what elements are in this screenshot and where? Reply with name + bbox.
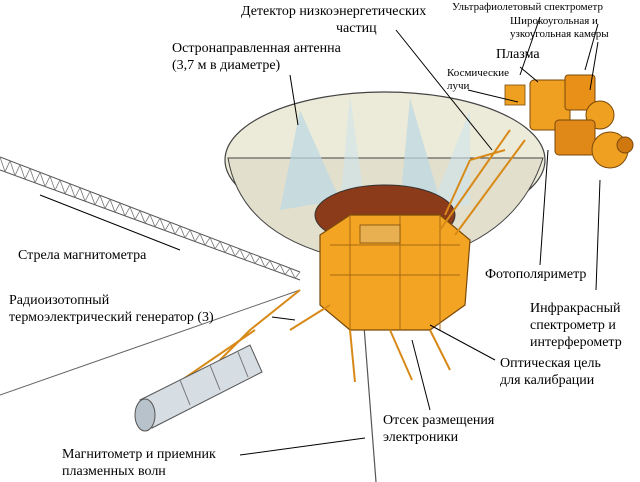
electronics-bus: [320, 215, 470, 330]
label-photopolarimeter: Фотополяриметр: [485, 266, 586, 283]
label-electronics-bus: Отсек размещения электроники: [383, 412, 494, 446]
label-cameras-line2: узкоугольная камеры: [510, 28, 609, 41]
label-calibration-target-line2: для калибрации: [500, 372, 601, 389]
label-electronics-bus-line2: электроники: [383, 429, 494, 446]
label-magnetometer-plasma-wave-line2: плазменных волн: [62, 463, 216, 480]
label-high-gain-antenna-line1: Остронаправленная антенна: [172, 40, 341, 57]
label-magnetometer-plasma-wave-line1: Магнитометр и приемник: [62, 446, 216, 463]
label-ir-spectrometer-line1: Инфракрасный: [530, 300, 622, 317]
label-magnetometer-boom: Стрела магнитометра: [18, 247, 146, 264]
label-ir-spectrometer-line3: интерферометр: [530, 334, 622, 351]
rtg: [135, 330, 262, 431]
label-rtg-line1: Радиоизотопный: [9, 292, 214, 309]
label-cosmic-rays-line2: лучи: [447, 80, 509, 93]
label-cameras-line1: Широкоугольная и: [510, 15, 609, 28]
label-uv-spectrometer: Ультрафиолетовый спектрометр: [452, 1, 603, 14]
label-calibration-target: Оптическая цель для калибрации: [500, 355, 601, 389]
label-ir-spectrometer-line2: спектрометр и: [530, 317, 622, 334]
label-ir-spectrometer: Инфракрасный спектрометр и интерферометр: [530, 300, 622, 351]
label-electronics-bus-line1: Отсек размещения: [383, 412, 494, 429]
label-high-gain-antenna: Остронаправленная антенна (3,7 м в диаме…: [172, 40, 341, 74]
label-cosmic-rays: Космические лучи: [447, 67, 509, 93]
label-low-energy-particle-detector: Детектор низкоэнергетических частиц: [241, 3, 426, 37]
label-low-energy-particle-detector-line1: Детектор низкоэнергетических: [241, 3, 426, 20]
label-plasma: Плазма: [496, 46, 540, 63]
label-calibration-target-line1: Оптическая цель: [500, 355, 601, 372]
label-rtg: Радиоизотопный термоэлектрический генера…: [9, 292, 214, 326]
label-magnetometer-plasma-wave: Магнитометр и приемник плазменных волн: [62, 446, 216, 480]
label-cameras: Широкоугольная и узкоугольная камеры: [510, 15, 609, 41]
label-low-energy-particle-detector-line2: частиц: [336, 20, 426, 37]
label-cosmic-rays-line1: Космические: [447, 67, 509, 80]
label-rtg-line2: термоэлектрический генератор (3): [9, 309, 214, 326]
label-high-gain-antenna-line2: (3,7 м в диаметре): [172, 57, 341, 74]
